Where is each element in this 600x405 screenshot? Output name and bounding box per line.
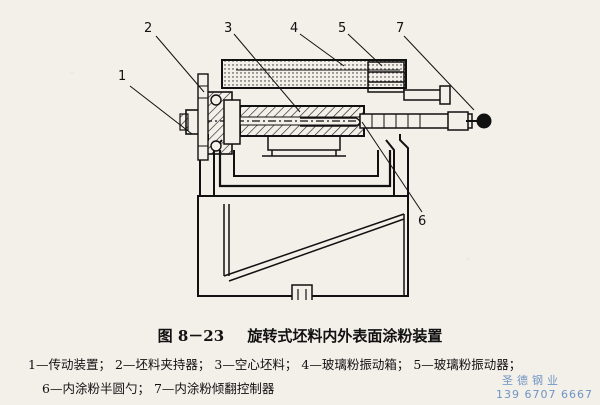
- legend-item-3: 3—空心坯料；: [214, 357, 298, 372]
- base-cabinet: [197, 195, 409, 297]
- watermark-phone: 139 6707 6667: [496, 388, 593, 401]
- figure-title: 旋转式坯料内外表面涂粉装置: [247, 327, 443, 345]
- label-1: 1: [118, 69, 126, 84]
- legend-line-2: 6—内涂粉半圆勺；7—内涂粉倾翻控制器: [42, 378, 600, 397]
- vibrator: [367, 61, 451, 105]
- vibrating-box: [221, 59, 407, 89]
- tipping-controller: [447, 111, 492, 131]
- legend-item-6: 6—内涂粉半圆勺；: [42, 381, 150, 396]
- apparatus-diagram: 1 2 3 4 5 7 6: [118, 21, 492, 300]
- label-3: 3: [224, 21, 232, 36]
- label-5: 5: [338, 21, 346, 36]
- legend-item-5: 5—玻璃粉振动器；: [413, 357, 522, 372]
- label-7: 7: [396, 21, 404, 36]
- legend-item-4: 4—玻璃粉振动箱；: [301, 357, 410, 372]
- legend-line-1: 1—传动装置；2—坯料夹持器；3—空心坯料；4—玻璃粉振动箱；5—玻璃粉振动器；: [28, 354, 588, 373]
- legend-item-7: 7—内涂粉倾翻控制器: [153, 381, 275, 396]
- label-4: 4: [290, 21, 298, 36]
- legend-item-1: 1—传动装置；: [28, 357, 111, 372]
- bottom-lever: [291, 284, 313, 300]
- label-2: 2: [144, 21, 152, 36]
- watermark-company: 圣德钢业: [502, 374, 562, 387]
- label-6: 6: [418, 214, 426, 229]
- powder-trough: [218, 150, 392, 188]
- figure-caption: 图 8－23 旋转式坯料内外表面涂粉装置: [0, 325, 600, 346]
- leader-lines: [129, 33, 475, 213]
- legend-item-2: 2—坯料夹持器；: [114, 357, 211, 372]
- inner-powder-scoop: [300, 117, 361, 127]
- figure-number: 图 8－23: [157, 327, 225, 345]
- tray: [262, 135, 346, 157]
- transmission: [179, 73, 209, 161]
